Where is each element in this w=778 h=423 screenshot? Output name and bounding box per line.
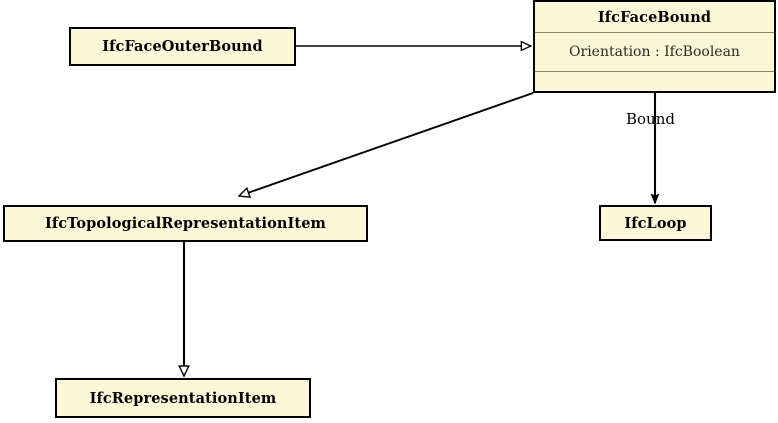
class-node-ifcrepresentationitem[interactable]: IfcRepresentationItem bbox=[55, 378, 311, 418]
edge-label-bound: Bound bbox=[626, 110, 675, 128]
class-name-compartment: IfcFaceBound bbox=[535, 2, 774, 32]
class-name-compartment: IfcTopologicalRepresentationItem bbox=[5, 207, 366, 240]
class-node-ifcfaceouterbound[interactable]: IfcFaceOuterBound bbox=[69, 27, 296, 66]
class-node-ifctopologicalrepresentationitem[interactable]: IfcTopologicalRepresentationItem bbox=[3, 205, 368, 242]
class-name-compartment: IfcLoop bbox=[601, 207, 710, 239]
class-attributes-compartment: Orientation : IfcBoolean bbox=[535, 32, 774, 71]
class-title-ifcrepresentationitem: IfcRepresentationItem bbox=[89, 389, 277, 407]
class-title-ifctopologicalrepresentationitem: IfcTopologicalRepresentationItem bbox=[45, 215, 326, 232]
class-operations-compartment bbox=[535, 71, 774, 91]
class-title-ifcfaceouterbound: IfcFaceOuterBound bbox=[102, 38, 263, 55]
class-node-ifcfacebound[interactable]: IfcFaceBound Orientation : IfcBoolean bbox=[533, 0, 776, 93]
class-name-compartment: IfcRepresentationItem bbox=[57, 380, 309, 416]
class-name-compartment: IfcFaceOuterBound bbox=[71, 29, 294, 64]
edge-generalization-facebound-topologicalrepresentationitem bbox=[237, 92, 534, 199]
class-title-ifcloop: IfcLoop bbox=[624, 214, 687, 232]
class-node-ifcloop[interactable]: IfcLoop bbox=[599, 205, 712, 241]
attribute-orientation: Orientation : IfcBoolean bbox=[569, 44, 740, 60]
class-title-ifcfacebound: IfcFaceBound bbox=[597, 8, 712, 26]
